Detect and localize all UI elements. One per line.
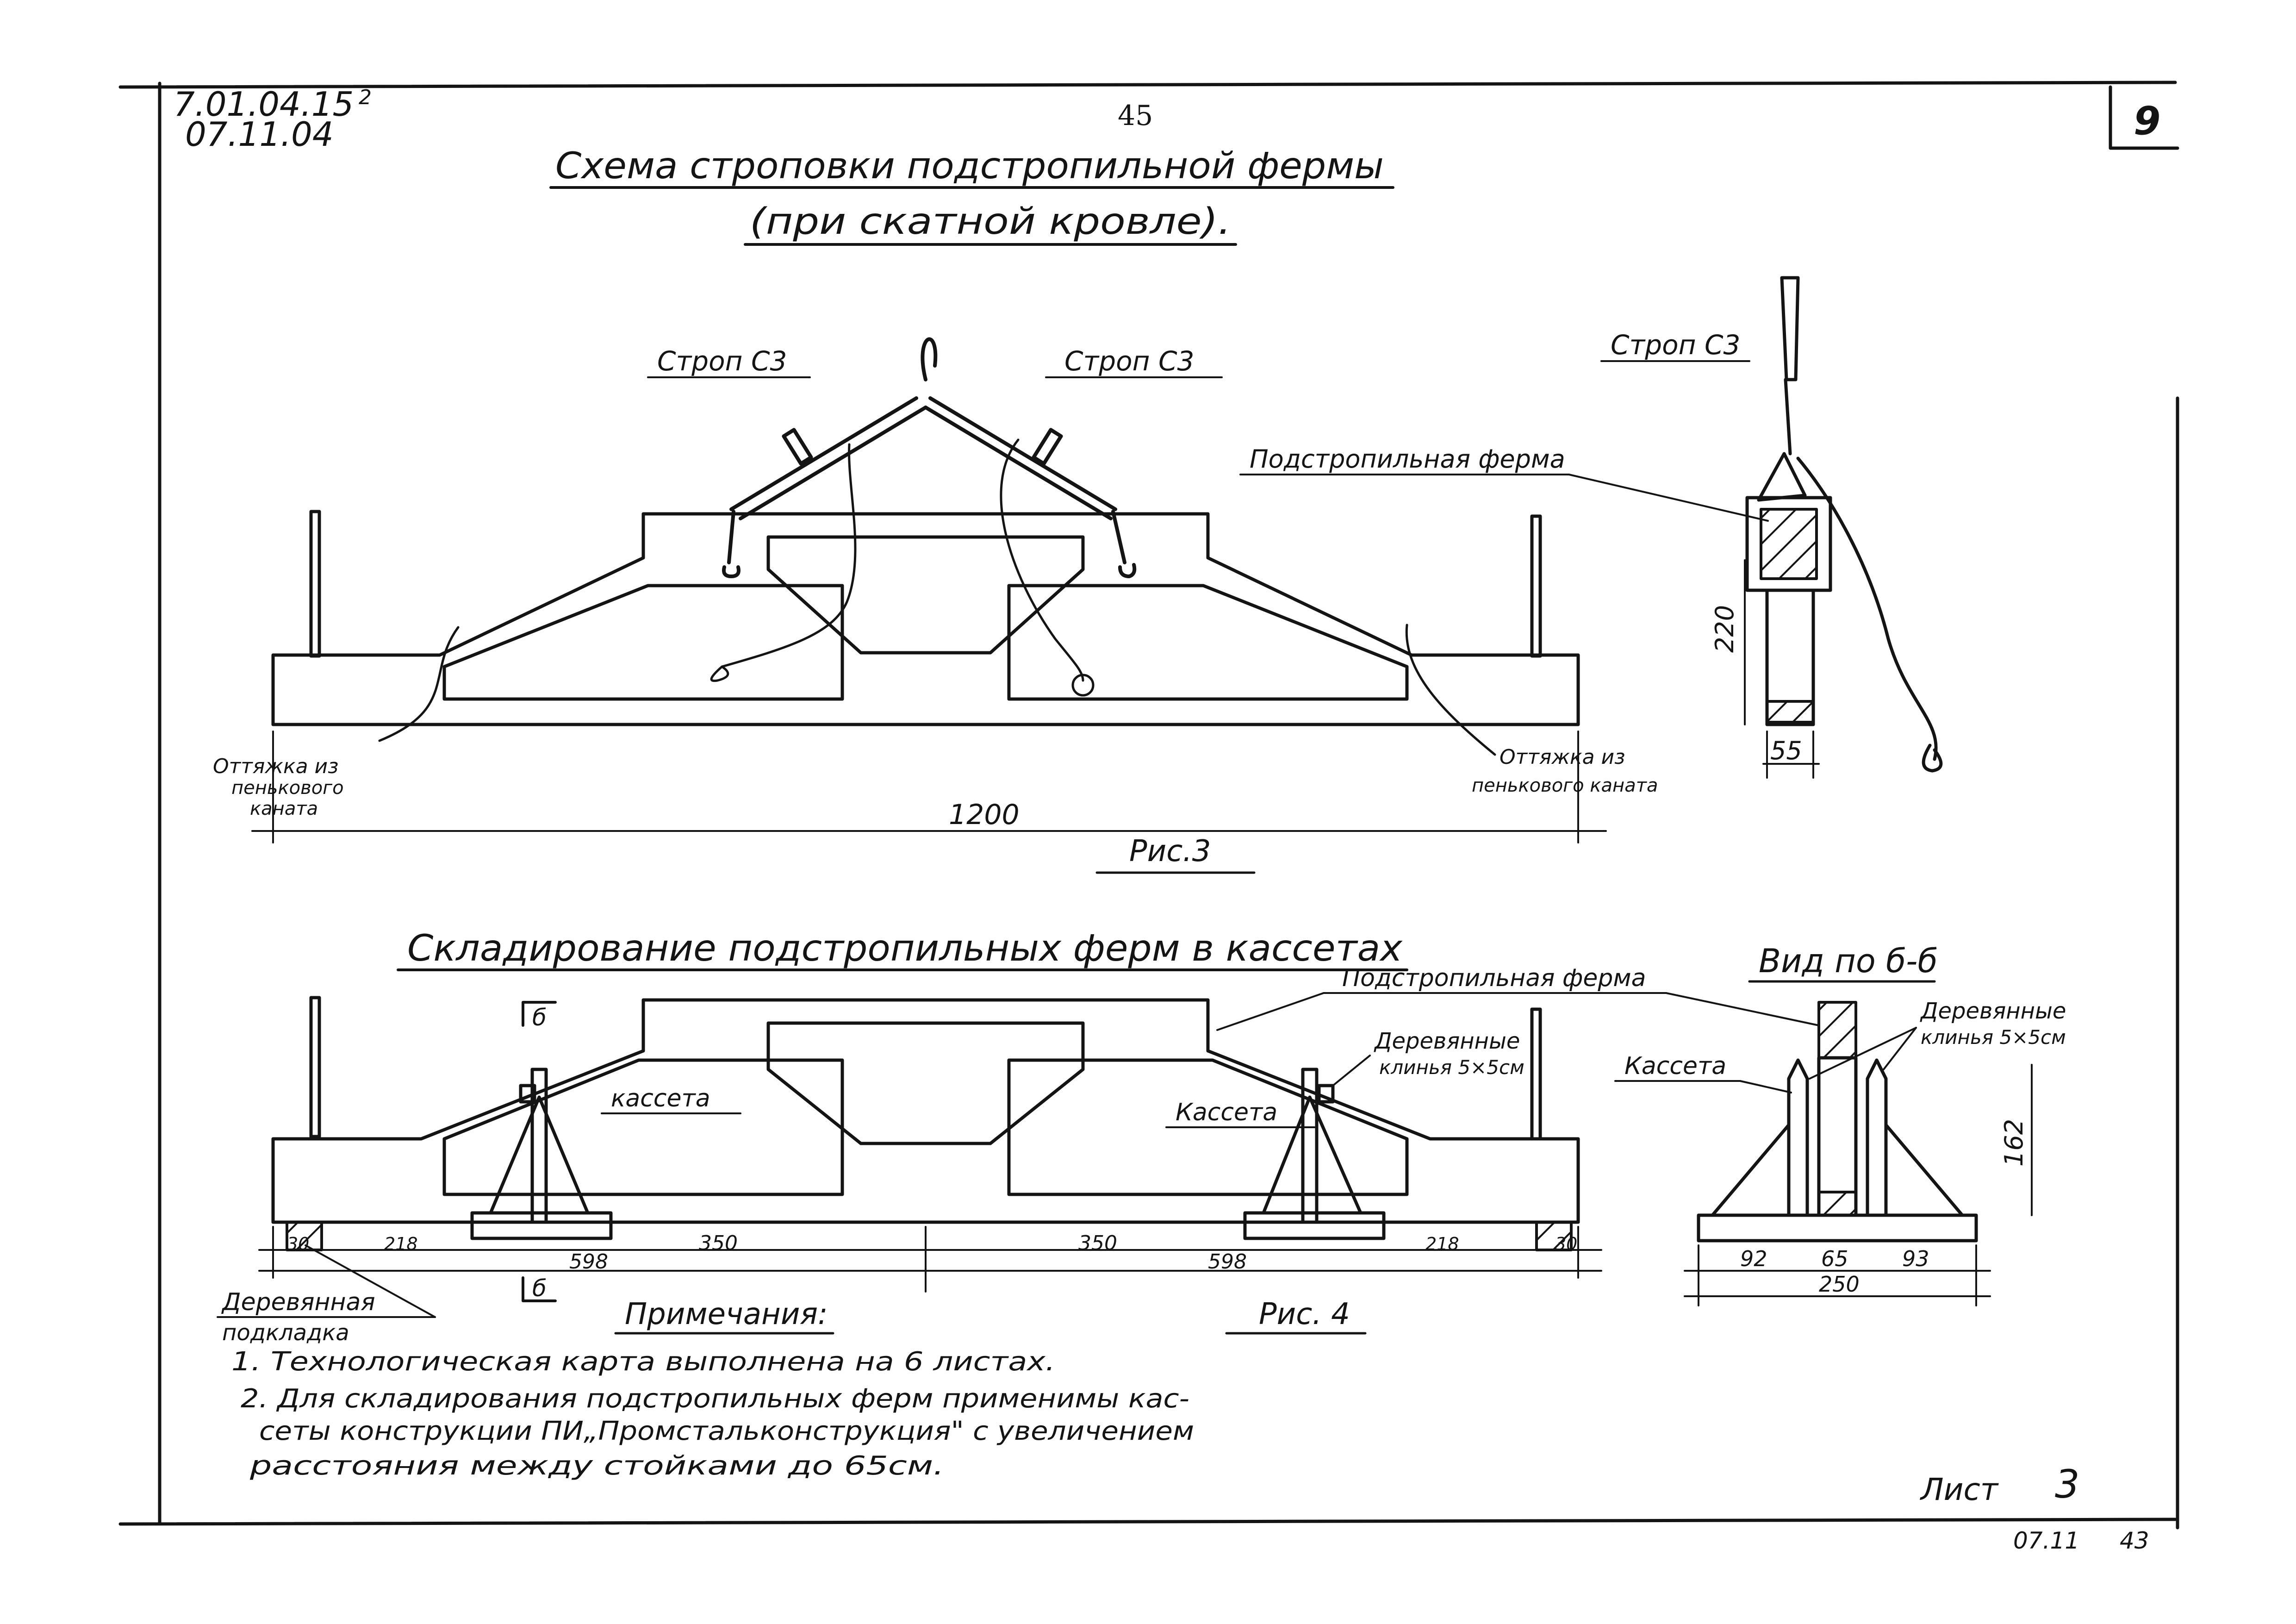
note-line-2: 2. Для складирования подстропильных ферм…	[241, 1384, 1189, 1414]
section-mark-top-letter: б	[532, 1004, 547, 1031]
doc-code-line2: 07.11.04	[185, 115, 334, 154]
doc-code-line1: 7.01.04.15	[174, 85, 354, 124]
dim-top-4: 218	[1425, 1234, 1459, 1254]
label-guy-left-3: каната	[250, 798, 318, 819]
header: 7.01.04.15 2 07.11.04 45 9	[174, 85, 2160, 154]
cassette-left	[470, 1068, 613, 1240]
dim-top-5: 30	[1555, 1234, 1577, 1254]
section-mark-bottom-letter: б	[532, 1275, 547, 1302]
dim-top-1: 218	[384, 1234, 418, 1254]
dim-side-width: 55	[1770, 736, 1802, 765]
notes: Примечания: 1. Технологическая карта вып…	[231, 1297, 1194, 1481]
section-mark-bottom	[522, 1276, 557, 1302]
fig3-caption: Рис.3	[1129, 834, 1211, 868]
note-line-4: расстояния между стойками до 65см.	[249, 1451, 944, 1481]
sheet-box-number: 9	[2134, 98, 2160, 144]
label-sling-side: Строп С3	[1611, 329, 1740, 361]
section-title: Вид по б-б	[1759, 942, 1938, 980]
label-guy-left-2: пенькового	[231, 777, 344, 799]
notes-title: Примечания:	[625, 1297, 828, 1331]
dim-bottom-1: 598	[1208, 1250, 1247, 1274]
dim-length: 1200	[949, 799, 1020, 831]
section-dims	[1684, 1064, 2033, 1306]
sheet-label: Лист	[1920, 1472, 1999, 1507]
posts-fig3	[309, 510, 1542, 658]
dim-top-3: 350	[1078, 1231, 1117, 1255]
figure-4: Складирование подстропильных ферм в касс…	[217, 928, 1820, 1346]
sling-c3-main	[722, 337, 1137, 578]
section-dim-2: 93	[1902, 1246, 1929, 1271]
label-wedges-fig4-1: Деревянные	[1374, 1028, 1520, 1054]
truss-elevation	[271, 512, 1580, 726]
truss-stacked	[271, 998, 1580, 1224]
label-sling-left: Строп С3	[657, 345, 787, 377]
posts-fig4	[309, 996, 1542, 1141]
label-cassette-left: кассета	[611, 1085, 710, 1112]
dims-fig3-side	[1744, 559, 1820, 779]
sheet-frame	[118, 81, 2179, 1530]
guy-ropes-fig3	[378, 438, 1496, 756]
label-guy-right-1: Оттяжка из	[1500, 745, 1625, 769]
section-cassette	[1697, 1001, 1978, 1243]
section-label-wedges-2: клинья 5×5см	[1921, 1026, 2066, 1049]
label-guy-right-2: пенькового каната	[1472, 775, 1658, 796]
dim-side-height: 220	[1710, 605, 1739, 653]
wooden-pads	[286, 1221, 1573, 1251]
label-truss-fig3: Подстропильная ферма	[1250, 444, 1565, 474]
section-dim-height: 162	[1999, 1119, 2028, 1167]
fig4-caption: Рис. 4	[1259, 1297, 1350, 1331]
section-mark-top	[522, 1001, 557, 1027]
label-sling-right: Строп С3	[1064, 345, 1194, 377]
label-wedges-fig4-2: клинья 5×5см	[1379, 1056, 1524, 1079]
figure-3: Схема строповки подстропильной фермы (пр…	[213, 145, 1943, 874]
cassette-right	[1243, 1068, 1386, 1240]
label-pad-2: подкладка	[222, 1320, 349, 1346]
section-label-cassette: Кассета	[1624, 1052, 1726, 1080]
sheet-number: 3	[2055, 1462, 2079, 1507]
fig3-title-line1: Схема строповки подстропильной фермы	[555, 145, 1384, 187]
page-number: 45	[1118, 100, 1153, 132]
doc-code-sup: 2	[359, 86, 372, 109]
section-dim-0: 92	[1740, 1246, 1767, 1271]
fig3-title-line2: (при скатной кровле).	[750, 201, 1231, 243]
label-cassette-right: Кассета	[1176, 1099, 1277, 1126]
fig4-title: Складирование подстропильных ферм в касс…	[407, 928, 1403, 969]
dim-bottom-0: 598	[569, 1250, 608, 1274]
dim-top-0: 30	[287, 1234, 309, 1254]
note-line-3: сеты конструкции ПИ„Промстальконструкция…	[259, 1416, 1194, 1446]
bottom-code: 07.11	[2013, 1527, 2079, 1554]
dim-top-2: 350	[699, 1231, 738, 1255]
footer: Лист 3 07.11 43	[1920, 1462, 2149, 1554]
dims-fig4	[258, 1226, 1602, 1293]
label-truss-fig4: Подстропильная ферма	[1342, 964, 1646, 992]
bottom-page: 43	[2120, 1527, 2149, 1554]
note-line-1: 1. Технологическая карта выполнена на 6 …	[231, 1347, 1055, 1377]
section-label-wedges-1: Деревянные	[1920, 998, 2066, 1024]
dim-1200-line	[251, 731, 1607, 843]
section-dim-total: 250	[1819, 1272, 1860, 1297]
label-guy-left-1: Оттяжка из	[213, 755, 339, 778]
truss-side-view	[1745, 276, 1943, 773]
section-view: Вид по б-б 162 92 65 93 250 Кассета Дере…	[1614, 942, 2066, 1306]
label-pad-1: Деревянная	[221, 1288, 375, 1316]
section-dim-1: 65	[1821, 1246, 1848, 1271]
